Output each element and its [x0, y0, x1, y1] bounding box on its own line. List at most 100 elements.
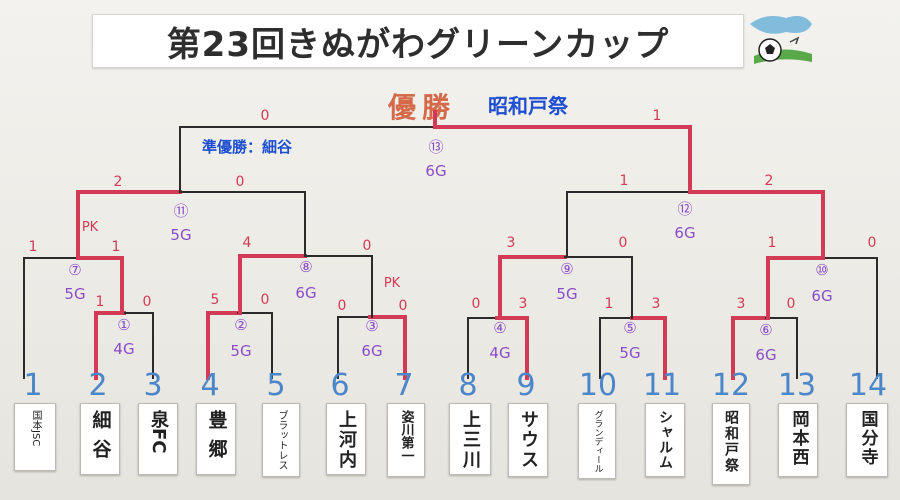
match-goals: 5G [619, 344, 640, 362]
team-card-4: 豊郷 [196, 403, 236, 475]
score-left: 3 [507, 235, 516, 251]
seed-13: 13 [777, 368, 817, 403]
soccer-ball-icon [746, 10, 816, 68]
score-right: 0 [399, 298, 408, 314]
team-name: 国本JSC [30, 410, 41, 447]
match-number: ③ [365, 317, 378, 335]
match-goals: 6G [425, 162, 446, 180]
match-1: ① 4G 1 0 [96, 294, 152, 358]
match-number: ② [234, 316, 247, 334]
team-name: 上三川 [460, 410, 481, 470]
seed-5: 5 [266, 368, 286, 403]
seed-4: 4 [200, 368, 220, 403]
seed-6: 6 [330, 368, 350, 403]
match-8-lines [238, 254, 373, 318]
match-number: ① [117, 316, 130, 334]
team-card-9: サウス [508, 403, 548, 477]
match-12: ⑫ 6G 1 2 [620, 173, 774, 242]
score-right: 0 [236, 174, 245, 190]
match-number: ⑧ [299, 258, 312, 276]
match-2-lines [206, 311, 273, 380]
score-left: 0 [338, 298, 347, 314]
match-12-lines [566, 190, 825, 260]
score-right: 2 [765, 173, 774, 189]
score-left: 1 [96, 294, 105, 310]
match-9-lines [498, 255, 633, 320]
team-name: 岡本西 [788, 410, 809, 467]
match-3: ③ 6G 0 0 PK [338, 276, 408, 360]
match-goals: 5G [170, 226, 191, 244]
score-left: 1 [605, 296, 614, 312]
seed-14: 14 [848, 368, 888, 403]
team-card-12: 昭和戸祭 [712, 403, 750, 485]
match-8: ⑧ 6G 4 0 [243, 235, 372, 302]
match-number: ⑫ [677, 200, 692, 218]
team-card-3: 泉FC [138, 403, 178, 475]
match-number: ⑤ [623, 319, 636, 337]
match-6: ⑥ 6G 3 0 [737, 296, 796, 364]
match-3-lines [337, 315, 407, 380]
team-card-7: 姿川第一 [387, 403, 425, 477]
match-number: ⑥ [759, 321, 772, 339]
score-left: 0 [261, 108, 270, 124]
seed-10: 10 [578, 368, 618, 403]
score-right: 3 [519, 296, 528, 312]
match-11-lines [76, 190, 306, 260]
runner-up-label: 準優勝：細谷 [202, 138, 293, 156]
team-name: 国分寺 [857, 410, 878, 467]
team-card-1: 国本JSC [14, 403, 56, 471]
match-number: ⑪ [173, 202, 188, 220]
match-10: ⑩ 6G 1 0 [768, 235, 877, 305]
team-name: サウス [518, 410, 539, 470]
team-name: 姿川第一 [398, 410, 414, 462]
score-right: 1 [653, 108, 662, 124]
team-name: 上河内 [336, 410, 357, 470]
score-left: 2 [114, 174, 123, 190]
champion-label: 優勝 [388, 91, 457, 124]
seed-9: 9 [516, 368, 536, 403]
team-name: ブラットレス [276, 410, 287, 470]
match-goals: 4G [489, 344, 510, 362]
match-number: ⑦ [68, 261, 81, 279]
team-card-13: 岡本西 [778, 403, 818, 477]
seed-11: 11 [642, 368, 682, 403]
page-title: 第23回きぬがわグリーンカップ [166, 24, 670, 65]
match-goals: 6G [674, 224, 695, 242]
team-name: シャルム [657, 410, 673, 470]
score-right: 0 [261, 292, 270, 308]
team-card-14: 国分寺 [846, 403, 888, 477]
score-right: 0 [868, 235, 877, 251]
match-goals: 4G [113, 340, 134, 358]
seed-12: 12 [711, 368, 751, 403]
pk-label: PK [82, 220, 99, 235]
score-left: 5 [211, 292, 220, 308]
match-7-lines [23, 256, 124, 379]
score-left: 0 [472, 296, 481, 312]
match-goals: 6G [295, 284, 316, 302]
score-left: 4 [243, 235, 252, 251]
match-number: ⑩ [815, 261, 828, 279]
match-number: ⑨ [560, 260, 573, 278]
seed-8: 8 [458, 368, 478, 403]
score-right: 0 [363, 238, 372, 254]
score-left: 1 [29, 239, 38, 255]
team-card-2: 細谷 [80, 403, 120, 475]
team-card-6: 上河内 [326, 403, 366, 475]
team-card-10: グランディール [578, 403, 616, 479]
seed-2: 2 [88, 368, 108, 403]
match-4-lines [467, 316, 529, 380]
match-5-lines [599, 316, 667, 380]
match-number: ⑬ [428, 138, 443, 156]
team-name: 泉FC [148, 410, 169, 454]
team-name: 昭和戸祭 [723, 410, 739, 474]
match-goals: 6G [755, 346, 776, 364]
match-number: ④ [493, 319, 506, 337]
score-right: 0 [143, 294, 152, 310]
team-card-5: ブラットレス [262, 403, 300, 477]
pk-label: PK [384, 276, 401, 291]
score-left: 3 [737, 296, 746, 312]
score-left: 1 [620, 173, 629, 189]
match-9: ⑨ 5G 3 0 [507, 235, 628, 303]
